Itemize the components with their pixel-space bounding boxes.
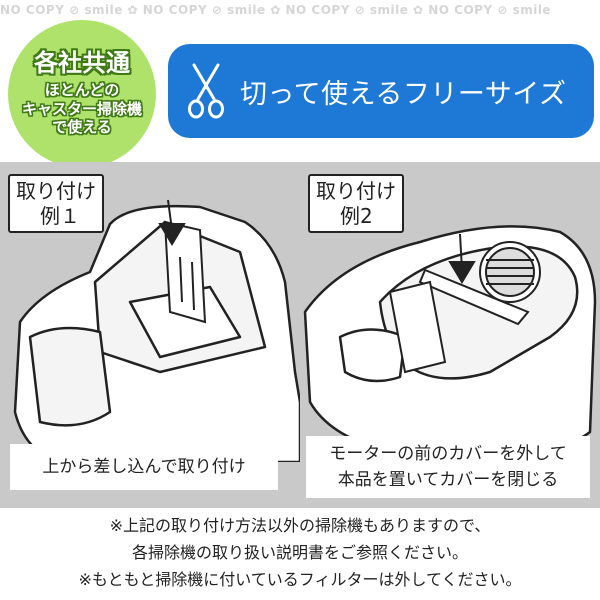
note-line: 各掃除機の取り扱い説明書をご参照ください。 bbox=[131, 543, 468, 562]
example-1-caption: 上から差し込んで取り付け bbox=[10, 444, 278, 490]
free-size-banner: 切って使えるフリーサイズ bbox=[168, 44, 594, 138]
example-2-caption: モーターの前のカバーを外して 本品を置いてカバーを閉じる bbox=[306, 436, 590, 498]
scissors-icon bbox=[188, 63, 224, 119]
note-line: ※もともと掃除機に付いているフィルターは外してください。 bbox=[78, 570, 522, 589]
note-line: ※上記の取り付け方法以外の掃除機もありますので、 bbox=[109, 516, 491, 535]
label-line: 取り付け bbox=[16, 179, 96, 203]
badge-line: ほとんどの bbox=[44, 80, 120, 99]
compatibility-badge: 各社共通 ほとんどの キャスター掃除機 で使える bbox=[8, 20, 156, 168]
badge-title: 各社共通 bbox=[34, 48, 130, 77]
vacuum-illustration-2 bbox=[303, 225, 597, 460]
vacuum-illustration-1 bbox=[13, 199, 300, 462]
badge-line: で使える bbox=[52, 118, 112, 137]
badge-line: キャスター掃除機 bbox=[21, 99, 142, 118]
banner-text: 切って使えるフリーサイズ bbox=[240, 78, 567, 110]
label-line: 例１ bbox=[40, 204, 80, 228]
notes: ※上記の取り付け方法以外の掃除機もありますので、 各掃除機の取り扱い説明書をご参… bbox=[0, 512, 600, 593]
example-2-label: 取り付け 例2 bbox=[308, 174, 404, 233]
caption-line: モーターの前のカバーを外して bbox=[329, 444, 567, 464]
caption-line: 本品を置いてカバーを閉じる bbox=[337, 470, 559, 490]
installation-examples-panel: 取り付け 例１ 取り付け 例2 上から差し込んで取り付け モーターの前のカバーを… bbox=[0, 162, 600, 508]
watermark-text: NO COPY ⊘ smile ✿ NO COPY ⊘ smile ✿ NO C… bbox=[0, 3, 552, 17]
caption-line: 上から差し込んで取り付け bbox=[42, 457, 246, 477]
label-line: 例2 bbox=[340, 204, 373, 228]
label-line: 取り付け bbox=[316, 179, 396, 203]
example-1-label: 取り付け 例１ bbox=[8, 174, 104, 233]
